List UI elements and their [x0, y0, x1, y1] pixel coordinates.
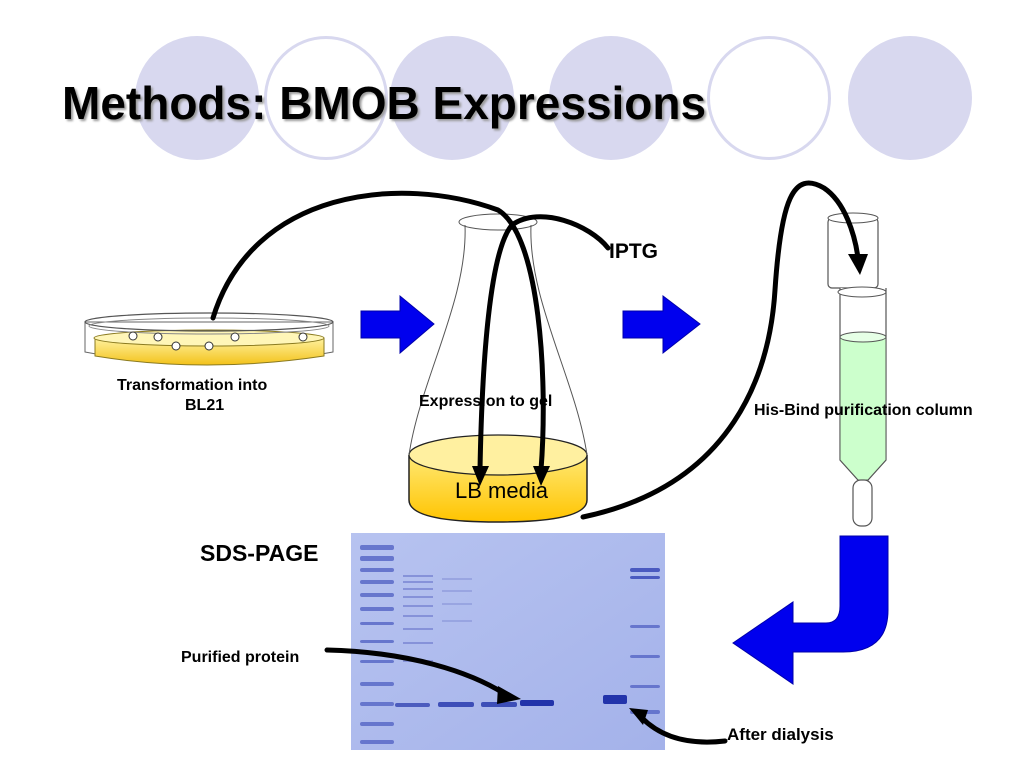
sds-page-gel-image — [351, 533, 665, 750]
purified-protein-label: Purified protein — [181, 649, 300, 666]
decor-circle-3 — [390, 36, 514, 160]
bacterial-colonies — [128, 331, 308, 351]
lb-media-label: LB media — [455, 478, 548, 503]
iptg-label: IPTG — [609, 240, 659, 263]
decor-circle-5 — [707, 36, 831, 160]
sds-page-label: SDS-PAGE — [200, 540, 319, 566]
transformation-label-line1: Transformation into — [117, 377, 268, 394]
his-bind-label: His-Bind purification column — [754, 402, 973, 419]
slide-title: Methods: BMOB Expressions — [62, 77, 707, 129]
curved-flow-arrow — [732, 535, 889, 685]
expression-label: Expression to gel — [419, 393, 553, 410]
purification-column-icon — [827, 212, 887, 527]
after-dialysis-label: After dialysis — [727, 725, 834, 744]
decor-circle-6 — [848, 36, 972, 160]
transfer-curves — [210, 180, 861, 745]
flow-arrow-right-2 — [622, 294, 701, 355]
curve-arrowheads — [472, 254, 868, 725]
flow-arrow-right-1 — [360, 294, 435, 355]
decor-circle-1 — [135, 36, 259, 160]
decor-circle-2 — [264, 36, 388, 160]
petri-dish-icon — [84, 312, 334, 366]
transformation-label-line2: BL21 — [185, 397, 225, 414]
decor-circle-4 — [549, 36, 673, 160]
